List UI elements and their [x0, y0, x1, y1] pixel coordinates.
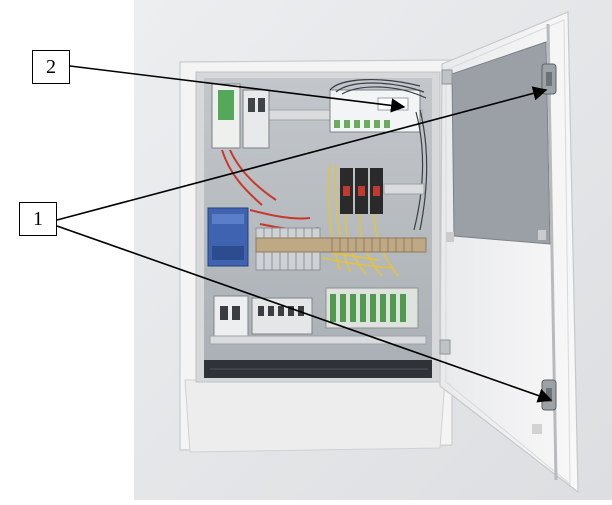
callout-label-1: 1 [19, 202, 57, 236]
leader-line-1-upper [56, 86, 548, 221]
module-top-left [211, 83, 270, 149]
breakers [340, 168, 383, 214]
leader-line-1-lower [56, 225, 553, 403]
power-supply [207, 207, 249, 267]
cabinet-door [439, 11, 579, 494]
door-panel [451, 41, 551, 245]
din-rail-mid [383, 183, 425, 195]
terminal-block-green [325, 287, 419, 329]
leader-line-2 [69, 65, 406, 113]
module-item-2 [329, 89, 421, 133]
terminal-rail-long [255, 237, 427, 253]
hinge-icon [541, 63, 557, 95]
hinge-icon [541, 379, 557, 411]
din-rail-bottom [209, 335, 427, 345]
callout-label-2: 2 [32, 50, 70, 84]
breakers-lower-left [213, 295, 313, 337]
